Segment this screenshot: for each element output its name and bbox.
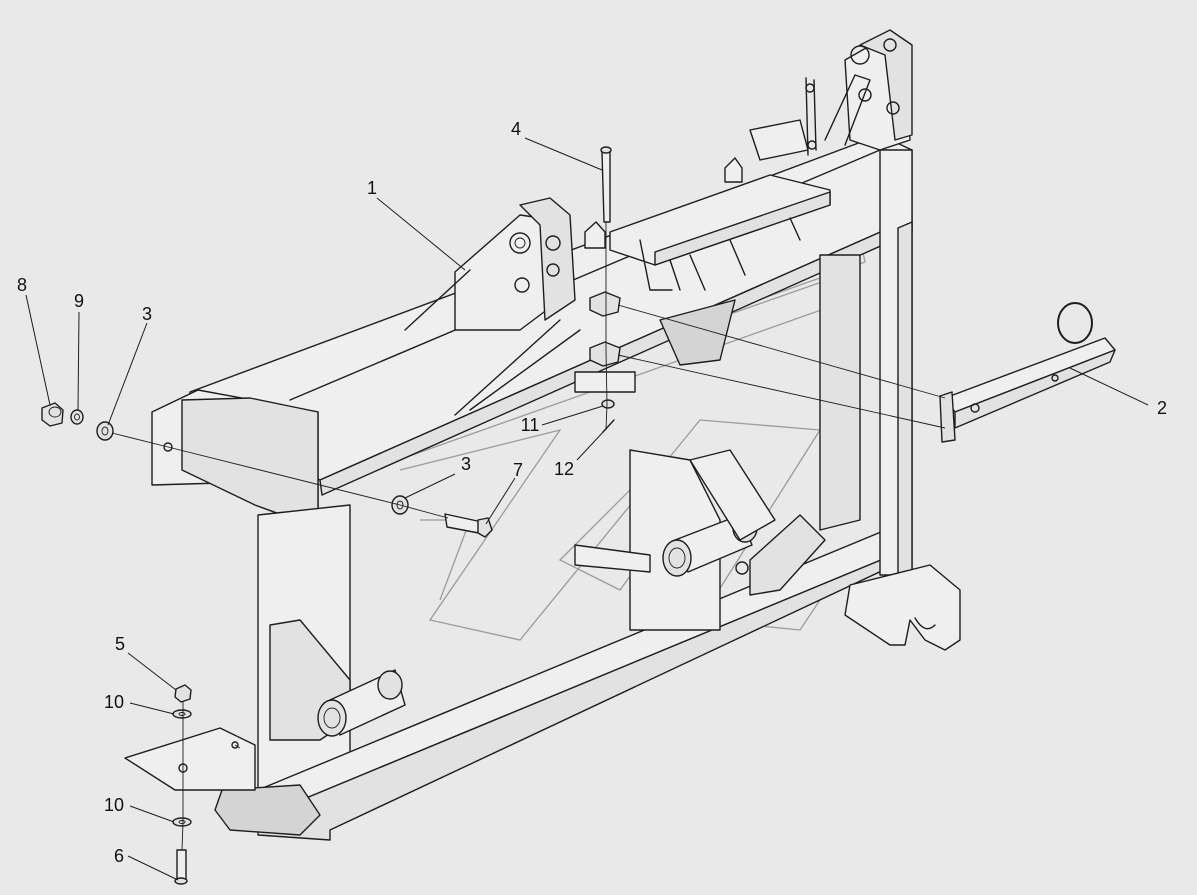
callout-4: 4 <box>511 119 521 139</box>
callout-leaders <box>25 137 1149 881</box>
callout-3-middle: 3 <box>461 454 471 474</box>
callout-labels: 1 2 3 3 4 5 6 7 8 9 10 10 11 12 <box>17 119 1167 866</box>
callout-3-left: 3 <box>142 304 152 324</box>
callout-8: 8 <box>17 275 27 295</box>
assembly-lines <box>111 222 946 851</box>
callout-12: 12 <box>554 459 574 479</box>
callout-5: 5 <box>115 634 125 654</box>
hardware <box>41 146 621 885</box>
callout-9: 9 <box>74 291 84 311</box>
part-2-arm <box>939 302 1116 443</box>
callout-11: 11 <box>521 415 540 435</box>
callout-2: 2 <box>1157 398 1167 418</box>
callout-10-top: 10 <box>104 692 124 712</box>
callout-7: 7 <box>513 460 523 480</box>
callout-10-bottom: 10 <box>104 795 124 815</box>
callout-1: 1 <box>367 178 377 198</box>
main-frame <box>124 29 961 841</box>
callout-6: 6 <box>114 846 124 866</box>
